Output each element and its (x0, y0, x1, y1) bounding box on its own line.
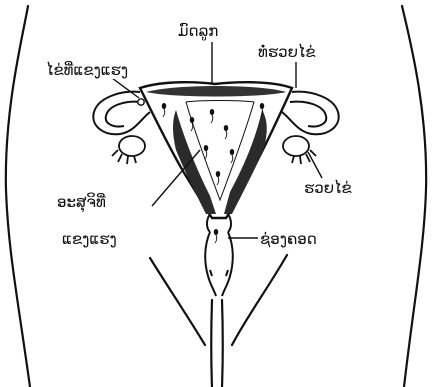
vagina-label: ຊ່ອງຄອດ (258, 230, 319, 248)
left-tube-inner (106, 102, 142, 127)
right-ovary (283, 136, 309, 156)
left-tube (93, 92, 150, 135)
egg-label: ໄຂ່ທີ່ແຂງແຮງ (44, 61, 130, 79)
vaginal-opening (210, 270, 228, 276)
left-ovary (119, 136, 145, 156)
ovary-label: ຮວຍໄຂ່ (302, 179, 354, 197)
uterus-label: ມົດລູກ (176, 22, 220, 40)
left-hip-contour (6, 6, 30, 387)
right-groin-line (232, 255, 287, 345)
fallopian-tube-label: ທໍ່ຮວຍໄຂ່ (256, 43, 318, 61)
thigh-gap-left (211, 300, 212, 387)
left-groin-line (150, 258, 205, 345)
sperm-label-line2: ແຂງແຮງ (60, 230, 119, 248)
vagina (205, 214, 233, 296)
right-tube-inner (290, 102, 326, 127)
sperm-label-line1: ອະສຸຈິທີ່ (55, 193, 108, 211)
thigh-gap-right (222, 300, 223, 387)
sperm-cell (214, 229, 218, 243)
vaginal-canal-right (222, 232, 233, 296)
egg-cell (138, 99, 144, 105)
uterus (140, 82, 292, 218)
right-tube (282, 92, 339, 135)
right-hip-contour (402, 6, 426, 387)
vaginal-canal-left (205, 232, 216, 296)
